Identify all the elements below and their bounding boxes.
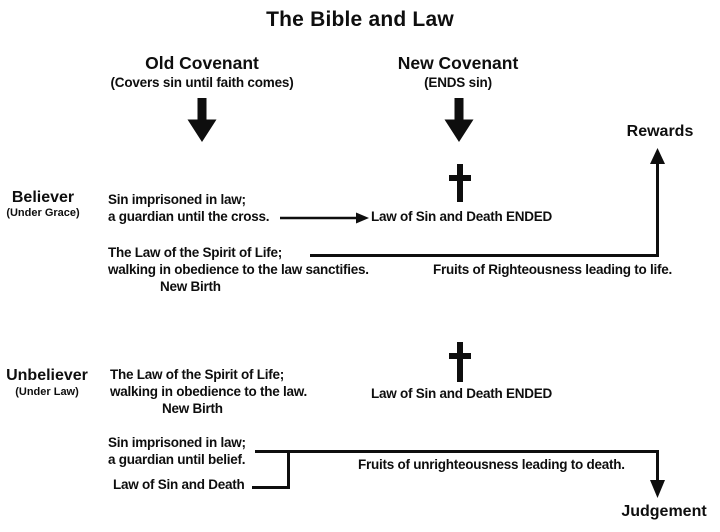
new-covenant-note: (ENDS sin) <box>424 75 492 90</box>
believer-new-birth: New Birth <box>160 279 221 294</box>
new-covenant-heading: New Covenant <box>397 53 519 73</box>
believer-fruits: Fruits of Righteousness leading to life. <box>433 262 673 277</box>
unbeliever-spirit-line2: walking in obedience to the law. <box>110 384 308 399</box>
unbeliever-imprisoned-line1: Sin imprisoned in law; <box>108 435 246 450</box>
unbeliever-imprisoned-line2: a guardian until belief. <box>108 452 246 467</box>
believer-spirit-text: The Law of the Spirit of Life; walking i… <box>108 244 369 278</box>
unbeliever-law-ended: Law of Sin and Death ENDED <box>371 386 553 401</box>
new-covenant-down-arrow-icon <box>444 98 474 142</box>
bracket-line <box>252 451 290 489</box>
rewards-label: Rewards <box>626 123 694 140</box>
believer-imprisoned-text: Sin imprisoned in law; a guardian until … <box>108 191 270 225</box>
believer-imprisoned-line2: a guardian until the cross. <box>108 209 270 224</box>
judgement-label: Judgement <box>621 503 707 520</box>
unbeliever-fruits: Fruits of unrighteousness leading to dea… <box>358 457 625 472</box>
unbeliever-spirit-line1: The Law of the Spirit of Life; <box>110 367 284 382</box>
unbeliever-label: Unbeliever <box>6 367 88 384</box>
old-covenant-heading: Old Covenant <box>145 53 259 73</box>
believer-status: (Under Grace) <box>6 207 80 219</box>
old-covenant-down-arrow-icon <box>187 98 217 142</box>
believer-label: Believer <box>11 189 75 206</box>
unbeliever-spirit-text: The Law of the Spirit of Life; walking i… <box>110 366 307 400</box>
believer-spirit-line2: walking in obedience to the law sanctifi… <box>108 262 369 277</box>
believer-spirit-line1: The Law of the Spirit of Life; <box>108 245 282 260</box>
unbeliever-imprisoned-text: Sin imprisoned in law; a guardian until … <box>108 434 246 468</box>
unbeliever-new-birth: New Birth <box>162 401 223 416</box>
page-title: The Bible and Law <box>266 8 454 31</box>
old-covenant-note: (Covers sin until faith comes) <box>110 75 294 90</box>
unbeliever-cross-icon <box>449 342 471 382</box>
law-ended-arrow <box>280 212 369 224</box>
unbeliever-law-of-sin: Law of Sin and Death <box>113 477 245 492</box>
rewards-arrow-line <box>310 148 665 257</box>
unbeliever-status: (Under Law) <box>15 386 79 398</box>
believer-cross-icon <box>449 164 471 202</box>
believer-imprisoned-line1: Sin imprisoned in law; <box>108 192 246 207</box>
believer-law-ended: Law of Sin and Death ENDED <box>371 209 553 224</box>
